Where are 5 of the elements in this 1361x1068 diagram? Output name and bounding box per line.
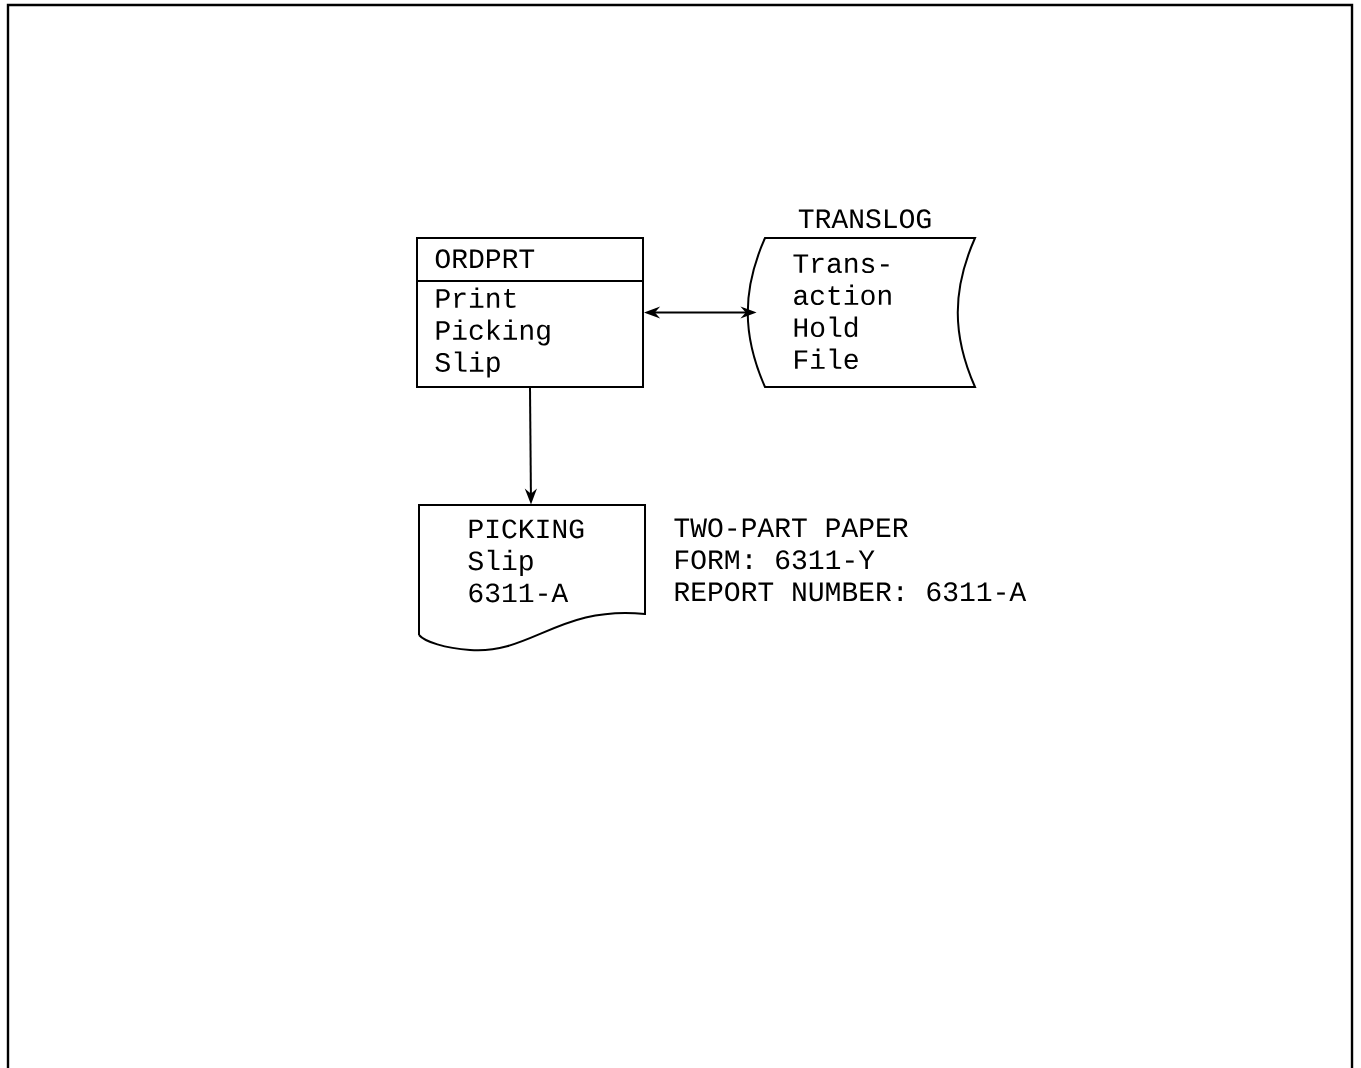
document-symbol: PICKING Slip 6311-A bbox=[418, 504, 646, 652]
process-box: ORDPRT Print Picking Slip bbox=[416, 237, 644, 388]
note-text: TWO-PART PAPER bbox=[674, 518, 908, 538]
note-text: FORM: 6311-Y bbox=[676, 550, 875, 570]
note-text: REPORT NUMBER: 6311-A bbox=[675, 582, 1027, 602]
